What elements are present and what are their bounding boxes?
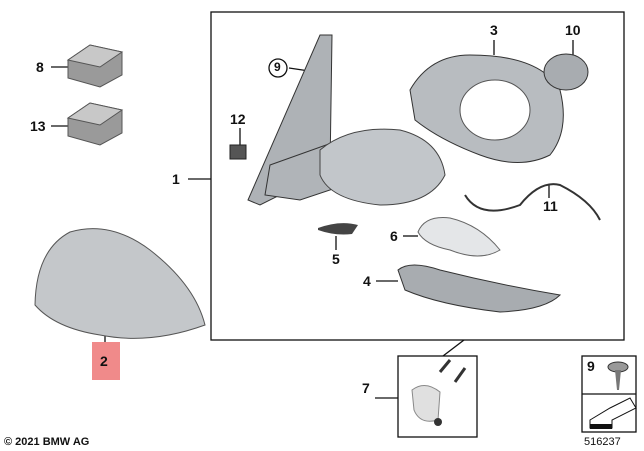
highlight-part-2	[92, 342, 120, 380]
callout-3: 3	[490, 22, 498, 38]
callout-4: 4	[363, 273, 371, 289]
callout-13: 13	[30, 118, 46, 134]
callout-12: 12	[230, 111, 246, 127]
callout-1: 1	[172, 171, 180, 187]
callout-8: 8	[36, 59, 44, 75]
callout-10: 10	[565, 22, 581, 38]
main-assembly-frame	[210, 11, 625, 341]
diagram-number: 516237	[584, 436, 621, 448]
callout-2: 2	[100, 353, 108, 369]
arrow-icon	[589, 397, 637, 429]
callout-7: 7	[362, 380, 370, 396]
callout-9: 9	[274, 60, 281, 74]
callout-9-screw: 9	[587, 358, 595, 374]
callout-11: 11	[543, 198, 558, 214]
mirror-cap	[34, 228, 206, 339]
kit-box-7	[397, 355, 478, 438]
callout-6: 6	[390, 228, 398, 244]
callout-5: 5	[332, 251, 340, 267]
copyright: © 2021 BMW AG	[4, 436, 90, 448]
